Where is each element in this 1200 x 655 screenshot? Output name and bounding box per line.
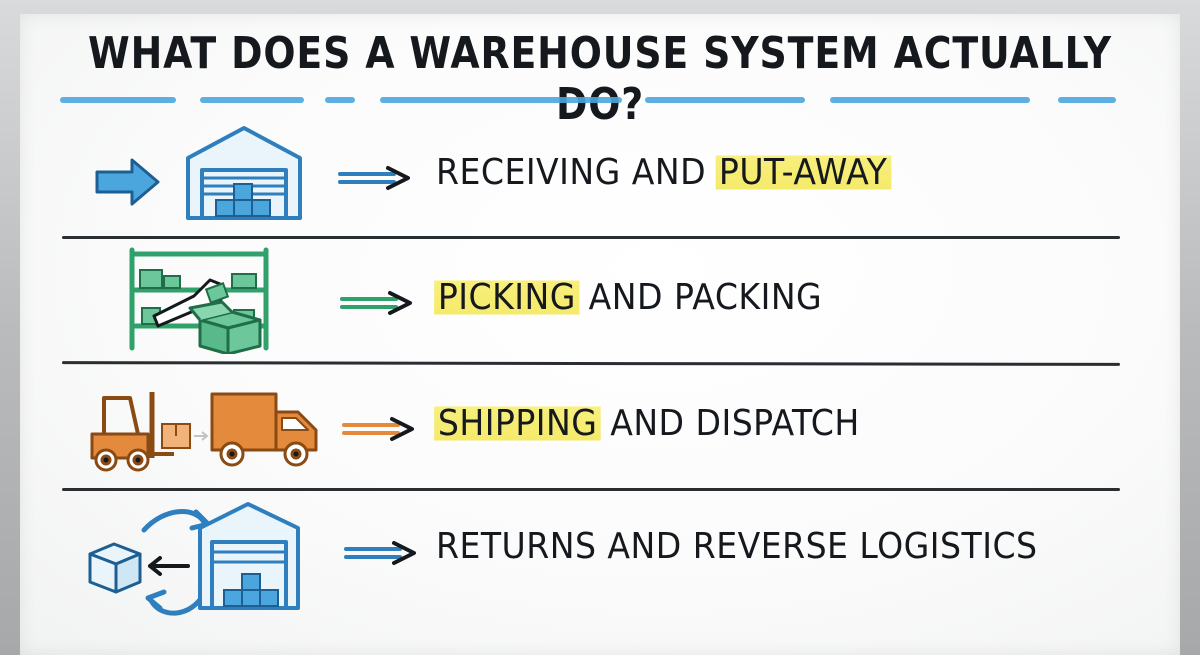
- step-label-returns: RETURNS AND REVERSE LOGISTICS: [436, 526, 1038, 567]
- row-divider: [62, 488, 1120, 491]
- inbound-arrow-icon: [95, 158, 160, 206]
- title-underline: [1058, 97, 1116, 103]
- row-arrow-icon: [340, 291, 412, 315]
- title-underline: [325, 97, 355, 103]
- package-icon: [161, 423, 191, 449]
- row-divider: [62, 236, 1120, 239]
- forklift-icon: [90, 392, 174, 472]
- step-label-receiving: RECEIVING AND PUT-AWAY: [436, 152, 891, 193]
- page-title: WHAT DOES A WAREHOUSE SYSTEM ACTUALLY DO…: [88, 28, 1112, 130]
- shelf-picking-packing-icon: [129, 247, 269, 354]
- warehouse-receiving-icon: [95, 126, 302, 220]
- boxes-icon: [215, 183, 271, 217]
- title-underline: [60, 97, 176, 103]
- step-label-highlight: PICKING: [434, 277, 580, 318]
- title-underline: [645, 97, 805, 103]
- step-label-text: RETURNS AND REVERSE LOGISTICS: [436, 526, 1038, 567]
- returns-warehouse-icon: [88, 502, 300, 616]
- title-underline: [830, 97, 1030, 103]
- row-arrow-icon: [342, 417, 414, 441]
- step-label-picking: PICKING AND PACKING: [434, 277, 823, 318]
- delivery-truck-icon: [210, 392, 318, 467]
- row-arrow-icon: [338, 166, 410, 190]
- row-arrow-icon: [344, 541, 416, 565]
- title-underline: [380, 97, 622, 103]
- step-label-text: AND DISPATCH: [599, 403, 860, 444]
- warehouse-building-icon: [198, 502, 300, 610]
- open-box-icon: [188, 300, 262, 354]
- step-label-shipping: SHIPPING AND DISPATCH: [434, 403, 860, 444]
- return-box-icon: [88, 542, 142, 594]
- step-label-highlight: SHIPPING: [434, 403, 602, 444]
- forklift-truck-icon: [90, 392, 318, 472]
- step-label-text: AND PACKING: [577, 277, 823, 318]
- step-label-text: RECEIVING AND: [436, 152, 718, 193]
- step-label-highlight: PUT-AWAY: [715, 152, 891, 193]
- title-underline: [200, 97, 304, 103]
